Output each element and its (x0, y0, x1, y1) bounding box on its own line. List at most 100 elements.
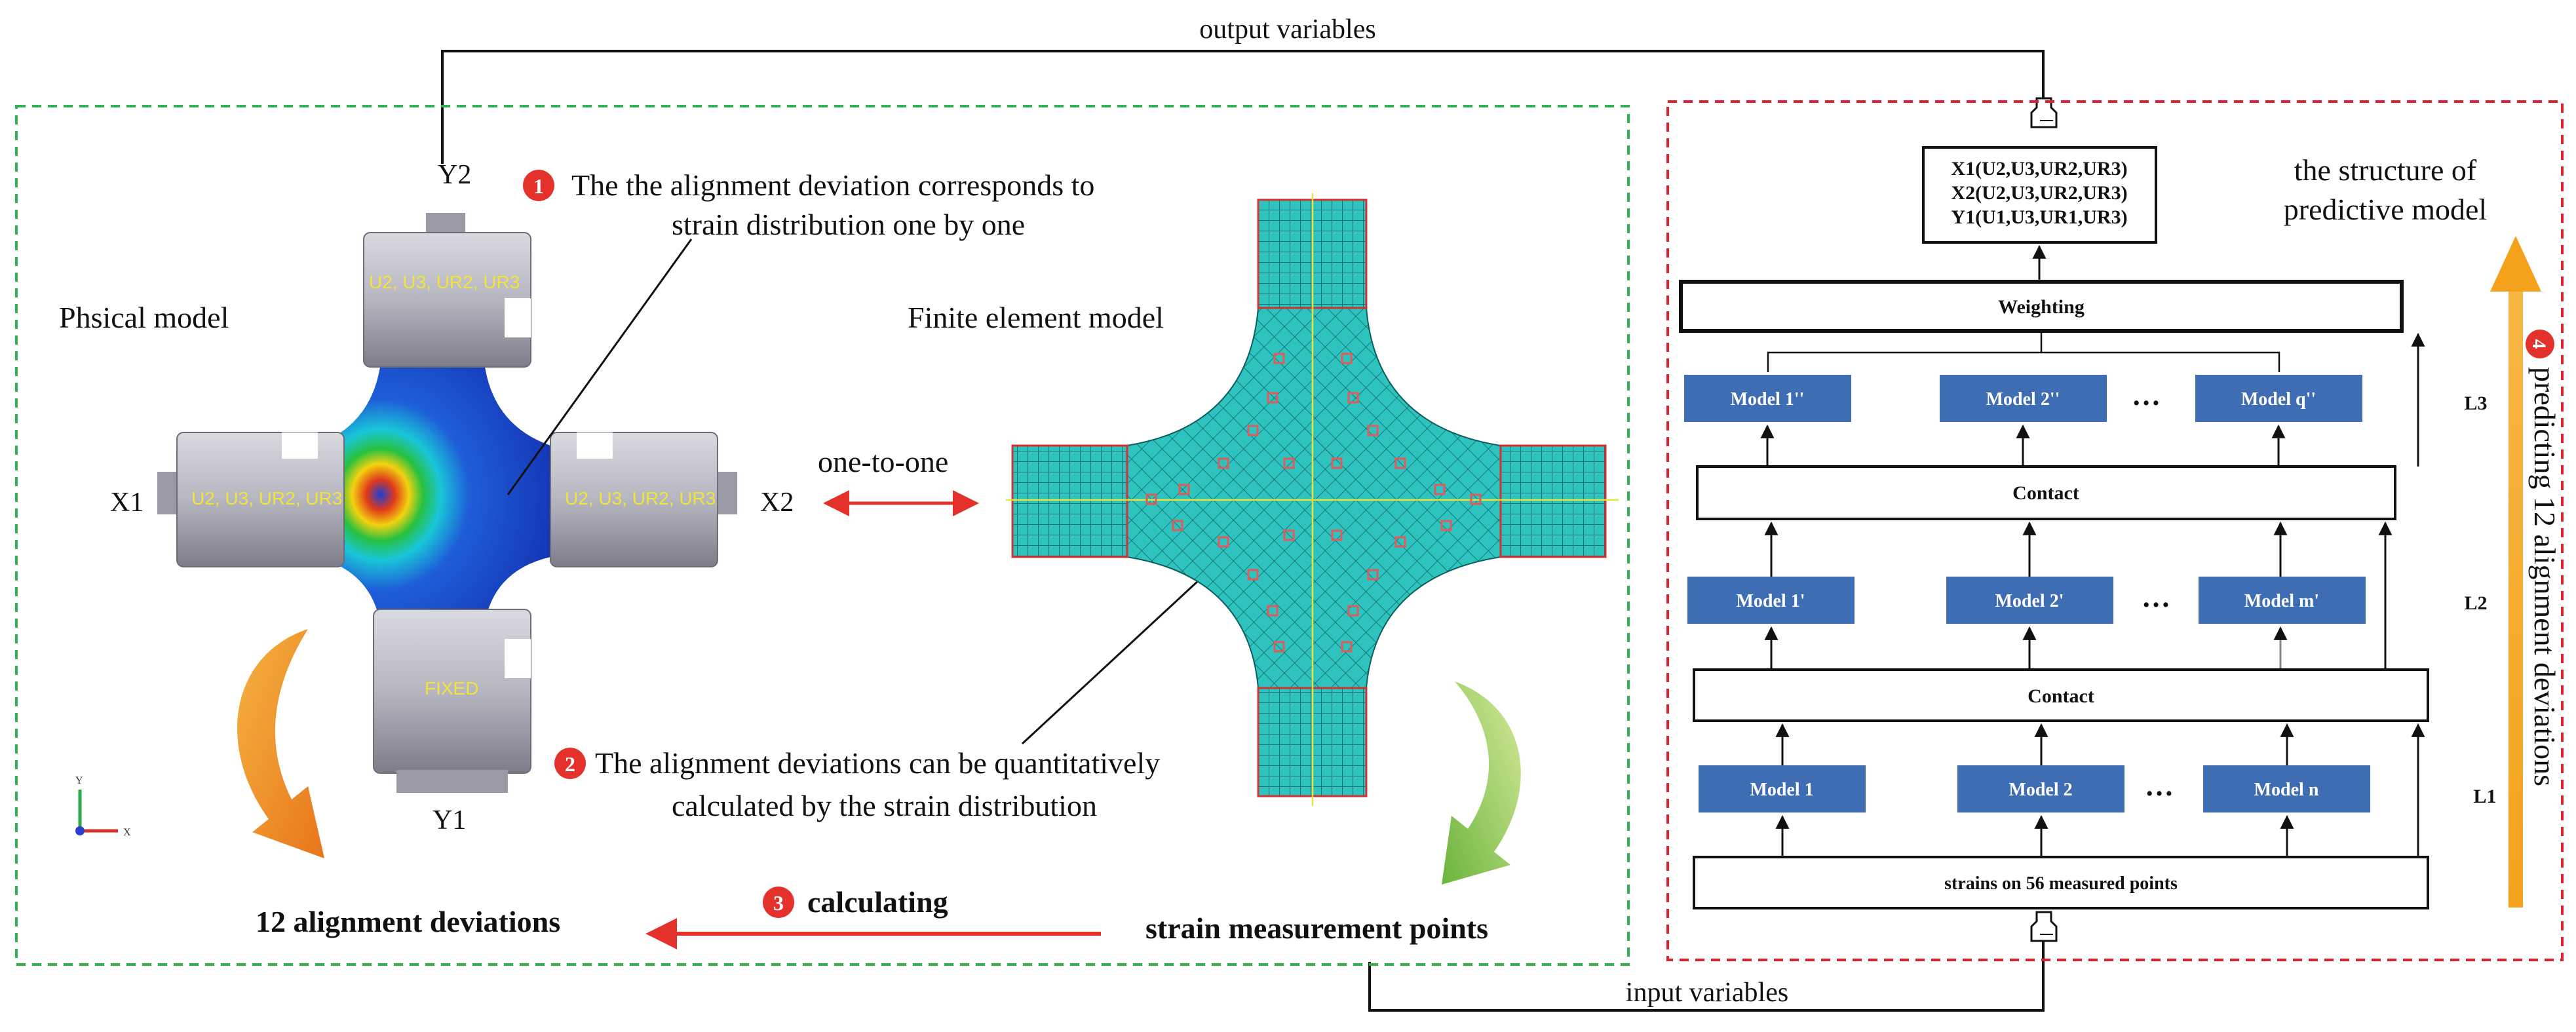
model-box (1957, 765, 2124, 812)
weighting-box (1679, 280, 2404, 333)
output-connector: output variables (441, 14, 2058, 164)
l1-output-arrows (1775, 723, 2294, 765)
one-to-one-label: one-to-one (818, 445, 948, 478)
fe-mesh-body (1126, 307, 1501, 689)
input-connector: input variables (1368, 911, 2058, 1012)
grip-right: U2, U3, UR2, UR3 (550, 432, 737, 567)
predicting-arrow: 4 predicting 12 alignment deviations (2490, 236, 2562, 908)
curved-arrow-green (1442, 681, 1521, 885)
fe-model-label: Finite element model (908, 301, 1164, 334)
cruciform-specimen (315, 367, 550, 622)
output-line-3: Y1(U1,U3,UR1,UR3) (1951, 206, 2127, 228)
ellipsis: … (2145, 770, 2174, 802)
model-label: Model 2' (1995, 591, 2064, 611)
grip-left: U2, U3, UR2, UR3 (157, 432, 345, 567)
layer-l2-label: L2 (2464, 592, 2487, 614)
output-box: X1(U2,U3,UR2,UR3) X2(U2,U3,UR2,UR3) Y1(U… (1922, 146, 2157, 244)
note2-number: 2 (565, 752, 575, 776)
input-label: strains on 56 measured points (1944, 873, 2178, 894)
calculating-arrow: 3 calculating (645, 885, 1101, 949)
note-2: 2 The alignment deviations can be quanti… (554, 746, 1160, 822)
model-row-l3: Model 1'' Model 2'' … Model q'' (1684, 375, 2362, 422)
model-label: Model q'' (2241, 389, 2316, 410)
step3-label: calculating (807, 885, 948, 919)
skip-connections (2378, 332, 2425, 857)
note-1: 1 The the alignment deviation correspond… (523, 168, 1094, 241)
ellipsis: … (2142, 581, 2170, 613)
axis-x-label: X (123, 827, 131, 838)
model-label: Model n (2254, 780, 2319, 800)
contact-upper-label: Contact (2012, 482, 2079, 504)
row3-bracket (1767, 351, 2280, 372)
result-label: 12 alignment deviations (256, 905, 560, 938)
l2-input-arrows (1764, 626, 2288, 672)
axis-y-label: Y (75, 775, 83, 786)
model-label: Model 2 (2009, 780, 2072, 800)
y1-label: Y1 (433, 805, 466, 835)
fe-grip-right (1499, 444, 1607, 558)
structure-line-1: the structure of (2294, 153, 2477, 187)
model-box (1699, 765, 1866, 812)
model-row-l1: Model 1 Model 2 … Model n (1699, 765, 2370, 812)
note2-line2: calculated by the strain distribution (672, 789, 1097, 822)
output-line-1: X1(U2,U3,UR2,UR3) (1951, 158, 2127, 180)
grip-bottom-constraint: FIXED (425, 678, 478, 698)
model-label: Model 1 (1750, 780, 1813, 800)
contact-lower-label: Contact (2028, 685, 2094, 707)
model-label: Model 2'' (1986, 389, 2060, 410)
note2-line1: The alignment deviations can be quantita… (595, 746, 1160, 780)
predictive-model-panel (1666, 100, 2564, 961)
input-variables-label: input variables (1626, 978, 1788, 1008)
model-box (1687, 577, 1855, 624)
contact-lower-box (1693, 668, 2429, 722)
model-box (2195, 375, 2362, 422)
y2-label: Y2 (438, 160, 471, 190)
curved-arrow-orange (237, 629, 324, 858)
note1-line1: The the alignment deviation corresponds … (571, 168, 1094, 202)
hand-pointer-icon (2030, 911, 2058, 942)
one-to-one-arrow: one-to-one (818, 445, 979, 516)
layer-l3-label: L3 (2464, 392, 2487, 414)
model-label: Model 1' (1737, 591, 1805, 611)
input-box (1693, 856, 2429, 909)
grip-left-constraints: U2, U3, UR2, UR3 (191, 488, 342, 508)
physical-fe-panel (15, 105, 1630, 966)
step4-label: predicting 12 alignment deviations (2528, 367, 2562, 786)
x2-label: X2 (760, 487, 794, 518)
layer-l1-label: L1 (2473, 786, 2496, 807)
note1-leader (507, 239, 693, 495)
x1-label: X1 (110, 487, 144, 518)
model-box (1940, 375, 2107, 422)
measurement-label: strain measurement points (1145, 911, 1488, 945)
axis-triad-icon: Y X (75, 775, 131, 838)
output-variables-label: output variables (1199, 14, 1375, 45)
step4-number: 4 (2528, 339, 2550, 349)
grip-top-constraints: U2, U3, UR2, UR3 (369, 272, 520, 292)
finite-element-model: Finite element model (908, 193, 1619, 885)
l3-input-arrows (1760, 424, 2286, 465)
note1-line2: strain distribution one by one (672, 208, 1025, 241)
structure-line-2: predictive model (2284, 193, 2487, 226)
grip-top: U2, U3, UR2, UR3 (363, 213, 531, 368)
physical-model: Phsical model Y2 Y1 X1 X2 U2, U3, UR2, U… (59, 160, 794, 858)
contact-upper-box (1696, 465, 2396, 520)
step3-number: 3 (773, 891, 784, 915)
ellipsis: … (2132, 379, 2161, 411)
l2-output-arrows (1764, 521, 2288, 577)
model-box (1946, 577, 2113, 624)
model-box (1684, 375, 1851, 422)
physical-model-label: Phsical model (59, 301, 229, 334)
model-label: Model m' (2244, 591, 2319, 611)
model-label: Model 1'' (1731, 389, 1805, 410)
note1-number: 1 (533, 174, 544, 198)
strain-gauge-markers (1145, 353, 1482, 653)
model-box (2203, 765, 2370, 812)
grip-right-constraints: U2, U3, UR2, UR3 (565, 488, 716, 508)
l1-input-arrows (1775, 814, 2294, 857)
grip-bottom: FIXED (373, 609, 531, 793)
weighting-label: Weighting (1998, 296, 2085, 318)
model-box (2199, 577, 2366, 624)
fe-grip-left (1011, 444, 1128, 558)
model-row-l2: Model 1' Model 2' … Model m' (1687, 577, 2366, 624)
